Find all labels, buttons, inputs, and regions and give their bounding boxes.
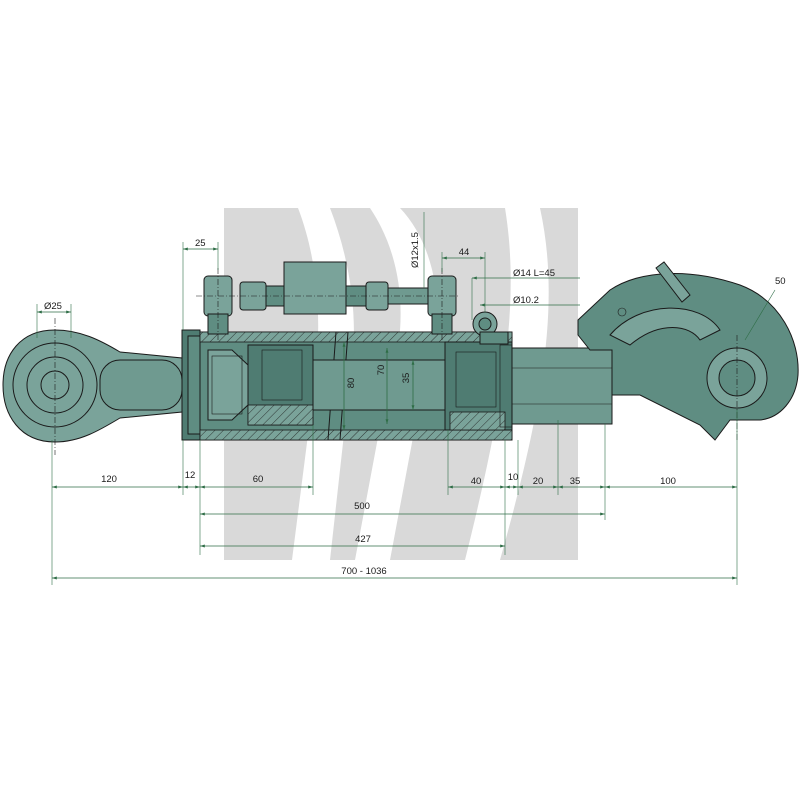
dim-rod-diameter: 35 bbox=[401, 373, 412, 384]
dimension-lines bbox=[36, 212, 776, 585]
dim-seg-20: 20 bbox=[533, 476, 544, 487]
dim-seg-eye: 120 bbox=[101, 474, 117, 485]
dim-tube-length: 427 bbox=[355, 534, 371, 545]
catch-hook bbox=[577, 261, 799, 441]
ball-eye bbox=[2, 318, 183, 455]
cylinder-tube bbox=[199, 331, 514, 441]
dim-overall-length: 700 - 1036 bbox=[341, 566, 386, 577]
dimension-labels: Ø25 25 Ø12x1.5 44 Ø14 L=45 Ø10.2 50 80 7… bbox=[44, 232, 786, 577]
hydraulic-ports bbox=[196, 261, 460, 342]
piston-rod bbox=[511, 347, 613, 425]
end-cap bbox=[181, 329, 203, 441]
dim-seg-cap: 12 bbox=[185, 470, 196, 481]
dim-port-thread: Ø12x1.5 bbox=[410, 232, 421, 268]
dim-seg-gland: 10 bbox=[508, 472, 519, 483]
dim-seg-35: 35 bbox=[570, 476, 581, 487]
dim-top-port-offset: 25 bbox=[195, 238, 206, 249]
dim-stroke-total: 500 bbox=[354, 501, 370, 512]
dim-bore-inner: 70 bbox=[376, 365, 387, 376]
dim-seg-front: 60 bbox=[253, 474, 264, 485]
dim-pin-hole: Ø10.2 bbox=[513, 295, 539, 306]
dim-pin-spec: Ø14 L=45 bbox=[513, 268, 555, 279]
dim-port-spacing: 44 bbox=[459, 247, 470, 258]
dim-seg-rear: 40 bbox=[471, 476, 482, 487]
dim-eye-diameter: Ø25 bbox=[44, 301, 62, 312]
dim-hook-size: 50 bbox=[775, 276, 786, 287]
spring-pin bbox=[472, 311, 509, 345]
dim-bore-outer: 80 bbox=[346, 378, 357, 389]
dim-seg-hook: 100 bbox=[660, 476, 676, 487]
